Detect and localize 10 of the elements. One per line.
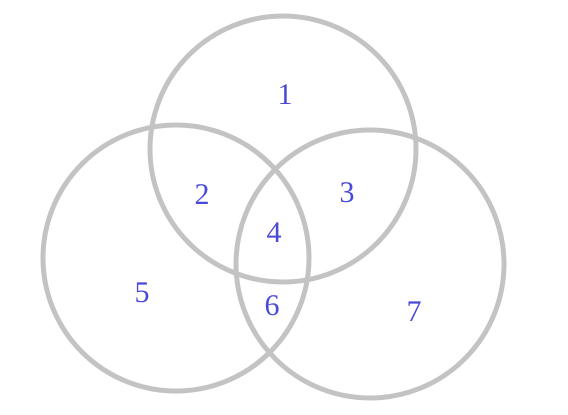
region-number: 5 [134, 278, 150, 308]
region-number: 2 [194, 180, 210, 210]
set-circle [233, 127, 507, 401]
region-number: 3 [340, 178, 354, 208]
region-number: 7 [406, 297, 422, 327]
set-circle [147, 13, 419, 285]
region-number: 6 [264, 291, 280, 321]
region-number: 4 [266, 218, 282, 248]
set-circle [40, 122, 312, 394]
region-number: 1 [278, 80, 292, 110]
